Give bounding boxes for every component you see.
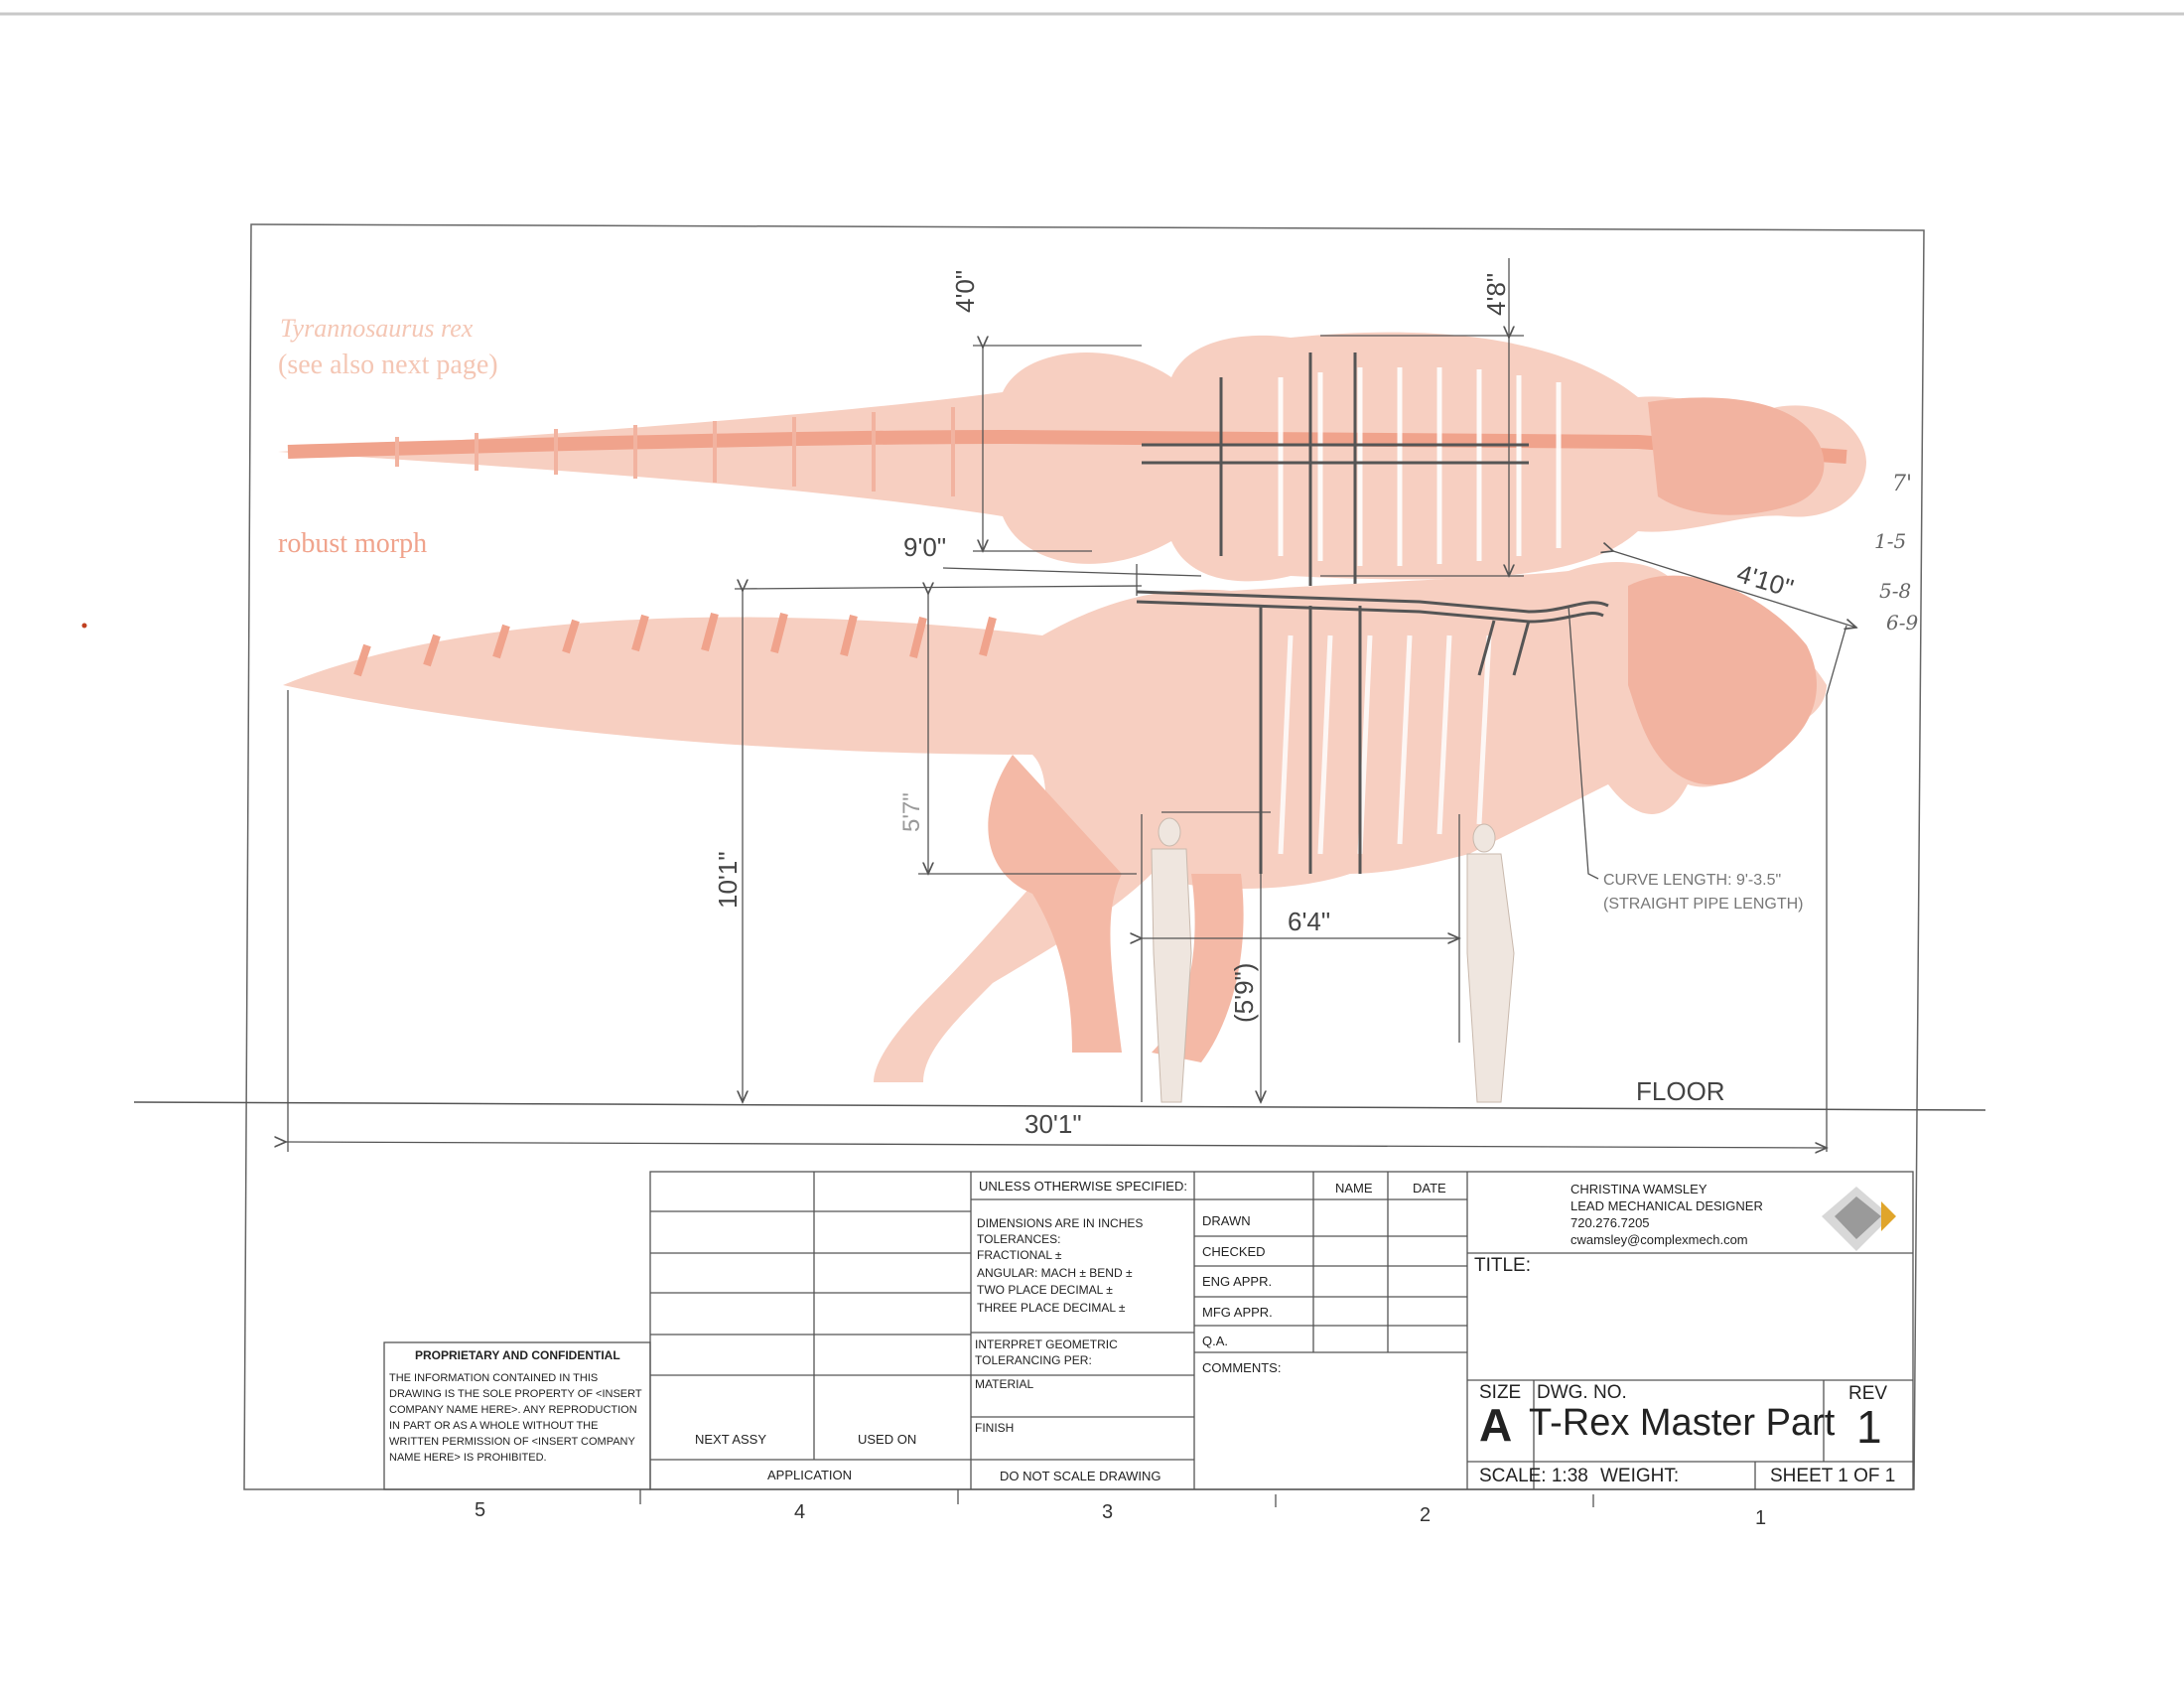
curve-length-note: CURVE LENGTH: 9'-3.5" <box>1603 872 1782 889</box>
title-block-grid <box>383 1171 1914 1490</box>
handwritten-note-3: 5-8 <box>1879 579 1912 603</box>
zone-3: 3 <box>1102 1501 1114 1523</box>
proprietary-heading: PROPRIETARY AND CONFIDENTIAL <box>415 1348 620 1362</box>
tolerance-line-3: FRACTIONAL ± <box>977 1248 1062 1262</box>
approval-qa: Q.A. <box>1202 1334 1229 1348</box>
drawing-border <box>243 223 1925 1490</box>
comments-label: COMMENTS: <box>1202 1360 1282 1375</box>
proprietary-body: THE INFORMATION CONTAINED IN THIS DRAWIN… <box>389 1372 642 1464</box>
tolerance-line-1: DIMENSIONS ARE IN INCHES <box>977 1216 1144 1230</box>
dim-spine-length: 9'0" <box>903 532 947 562</box>
human-figure-right <box>1466 823 1515 1103</box>
reference-note: (see also next page) <box>278 350 498 380</box>
scale-label: SCALE: 1:38 <box>1479 1466 1588 1486</box>
interpret-line-1: INTERPRET GEOMETRIC <box>975 1337 1118 1351</box>
tolerance-line-4: ANGULAR: MACH ± BEND ± <box>977 1266 1133 1280</box>
approval-checked: CHECKED <box>1202 1244 1266 1259</box>
dimension-lines <box>286 258 1856 1152</box>
floor-line <box>133 1101 1986 1111</box>
zone-2: 2 <box>1420 1504 1432 1526</box>
date-header: DATE <box>1413 1181 1446 1196</box>
finish-label: FINISH <box>975 1421 1015 1435</box>
trex-side-view <box>283 561 1827 1082</box>
drawing-number: T-Rex Master Part <box>1529 1402 1836 1444</box>
weight-label: WEIGHT: <box>1600 1466 1680 1486</box>
dim-top-width-left: 4'0" <box>950 269 980 313</box>
company-logo <box>1822 1187 1896 1251</box>
rev-label: REV <box>1848 1383 1888 1404</box>
material-label: MATERIAL <box>975 1377 1034 1391</box>
dim-belly-height: 5'7" <box>898 792 925 832</box>
dim-hip-height: 10'1" <box>713 851 743 909</box>
title-label: TITLE: <box>1474 1255 1532 1276</box>
dim-leg-spacing: 6'4" <box>1288 907 1331 936</box>
name-header: NAME <box>1335 1181 1373 1196</box>
zone-ticks <box>639 1489 1594 1507</box>
tolerance-line-2: TOLERANCES: <box>977 1232 1061 1246</box>
sheet-label: SHEET 1 OF 1 <box>1770 1466 1896 1486</box>
designer-role: LEAD MECHANICAL DESIGNER <box>1570 1198 1763 1213</box>
rev-value: 1 <box>1856 1401 1882 1453</box>
zone-4: 4 <box>794 1501 806 1523</box>
floor-label: FLOOR <box>1636 1076 1725 1106</box>
designer-phone: 720.276.7205 <box>1570 1215 1650 1230</box>
approval-mfg: MFG APPR. <box>1202 1305 1273 1320</box>
used-on-label: USED ON <box>858 1432 917 1447</box>
trex-top-view <box>278 332 1866 586</box>
dim-human-height: (5'9") <box>1229 962 1259 1023</box>
zone-1: 1 <box>1755 1507 1767 1529</box>
size-label: SIZE <box>1479 1382 1522 1403</box>
scan-speck <box>81 623 87 629</box>
zone-5: 5 <box>475 1499 486 1521</box>
human-figure-left <box>1151 817 1192 1103</box>
tolerance-line-5: TWO PLACE DECIMAL ± <box>977 1283 1113 1297</box>
size-value: A <box>1479 1399 1513 1451</box>
dwg-no-label: DWG. NO. <box>1537 1382 1627 1403</box>
straight-pipe-note: (STRAIGHT PIPE LENGTH) <box>1603 896 1804 913</box>
handwritten-note-4: 6-9 <box>1886 611 1919 634</box>
next-assy-label: NEXT ASSY <box>695 1432 767 1447</box>
unless-specified-label: UNLESS OTHERWISE SPECIFIED: <box>979 1179 1187 1194</box>
interpret-line-2: TOLERANCING PER: <box>975 1353 1092 1367</box>
approval-eng: ENG APPR. <box>1202 1274 1273 1289</box>
tolerance-line-6: THREE PLACE DECIMAL ± <box>977 1301 1126 1315</box>
morph-label: robust morph <box>278 528 428 559</box>
species-label: Tyrannosaurus rex <box>280 314 474 343</box>
dim-total-length: 30'1" <box>1024 1109 1082 1139</box>
dim-top-width-right: 4'8" <box>1481 272 1511 316</box>
do-not-scale-label: DO NOT SCALE DRAWING <box>1000 1469 1161 1483</box>
handwritten-note-2: 1-5 <box>1874 529 1907 553</box>
handwritten-note-1: 7' <box>1892 472 1913 496</box>
approval-drawn: DRAWN <box>1202 1213 1251 1228</box>
application-label: APPLICATION <box>767 1468 853 1482</box>
designer-name: CHRISTINA WAMSLEY <box>1570 1182 1707 1196</box>
designer-email: cwamsley@complexmech.com <box>1570 1232 1748 1247</box>
